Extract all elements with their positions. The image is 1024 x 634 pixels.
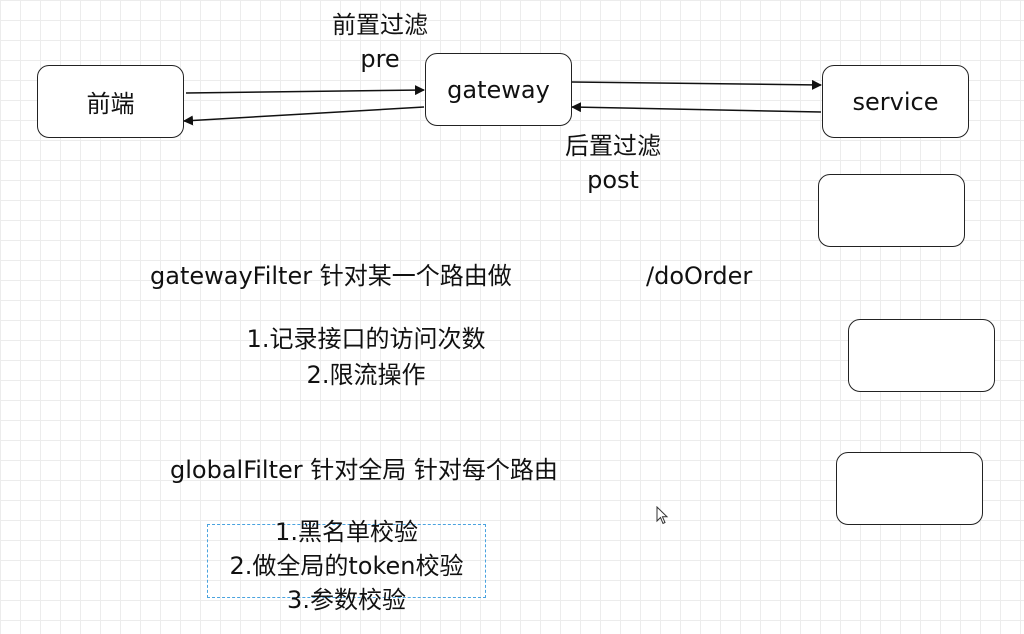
global-filter-heading: globalFilter 针对全局 针对每个路由 bbox=[170, 456, 558, 484]
frontend-node[interactable]: 前端 bbox=[37, 65, 184, 138]
global-filter-list[interactable]: 1.黑名单校验 2.做全局的token校验 3.参数校验 bbox=[207, 518, 486, 614]
post-filter-sub: post bbox=[587, 166, 639, 194]
global-filter-item: 3.参数校验 bbox=[287, 586, 406, 614]
gateway-node[interactable]: gateway bbox=[425, 53, 572, 126]
service-node[interactable]: service bbox=[822, 65, 969, 138]
arrow-service-to-gateway bbox=[571, 102, 822, 113]
global-filter-item: 2.做全局的token校验 bbox=[229, 552, 464, 580]
empty-box-2[interactable] bbox=[848, 319, 995, 392]
gateway-node-label: gateway bbox=[447, 75, 550, 104]
arrow-gateway-to-frontend bbox=[183, 106, 425, 126]
service-node-label: service bbox=[852, 87, 939, 116]
pre-filter-title: 前置过滤 bbox=[332, 11, 428, 39]
empty-box-3[interactable] bbox=[836, 452, 983, 525]
post-filter-label: 后置过滤 post bbox=[533, 129, 693, 197]
empty-box-1[interactable] bbox=[818, 174, 965, 247]
global-filter-item: 1.黑名单校验 bbox=[275, 518, 418, 546]
arrow-gateway-to-service bbox=[571, 79, 822, 90]
gateway-filter-item: 2.限流操作 bbox=[306, 361, 426, 389]
post-filter-title: 后置过滤 bbox=[565, 132, 661, 160]
frontend-node-label: 前端 bbox=[86, 90, 135, 118]
arrow-frontend-to-gateway bbox=[185, 85, 425, 96]
mouse-cursor-icon bbox=[656, 506, 669, 525]
gateway-filter-item: 1.记录接口的访问次数 bbox=[246, 325, 486, 353]
route-path: /doOrder bbox=[646, 262, 753, 290]
pre-filter-sub: pre bbox=[360, 45, 400, 73]
pre-filter-label: 前置过滤 pre bbox=[300, 8, 460, 76]
gateway-filter-list: 1.记录接口的访问次数 2.限流操作 bbox=[216, 321, 516, 393]
gateway-filter-heading: gatewayFilter 针对某一个路由做 bbox=[150, 262, 512, 290]
